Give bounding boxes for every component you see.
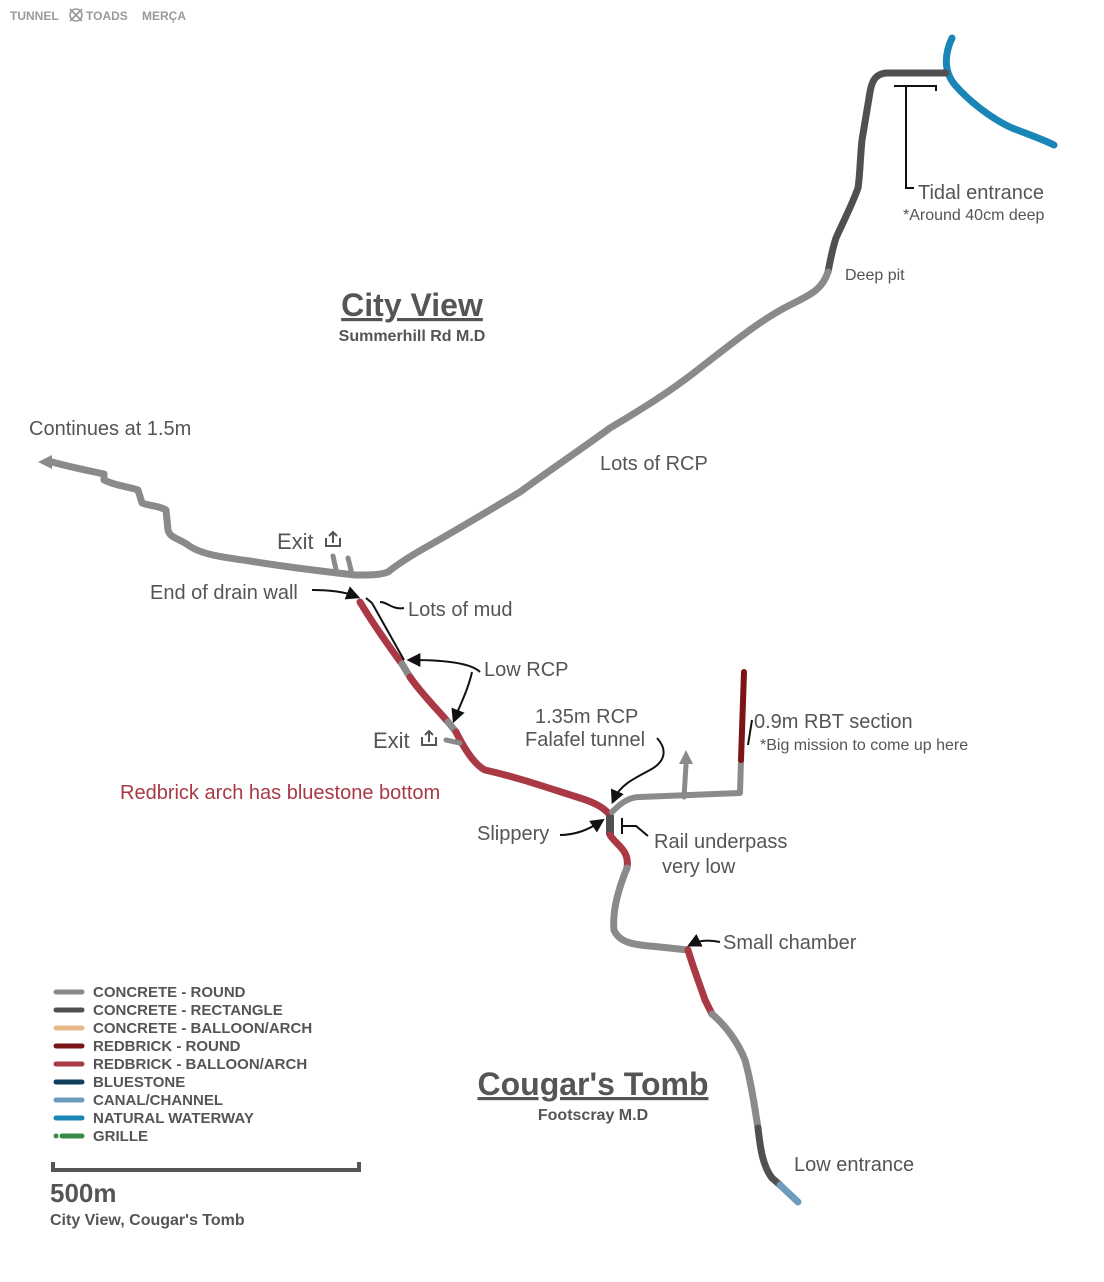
rail-pointer xyxy=(621,818,649,837)
brand-logo: TUNNEL TOADS MERÇA xyxy=(10,8,186,23)
continue-arrow-icon xyxy=(38,455,52,469)
tunnel-rectangle-lower xyxy=(754,1124,784,1189)
exit-icon xyxy=(421,729,437,746)
tunnel-redbrick-south xyxy=(452,728,614,819)
exit-stub-1 xyxy=(330,553,340,577)
lots-of-rcp-label: Lots of RCP xyxy=(600,453,708,475)
legend-label: CANAL/CHANNEL xyxy=(93,1092,223,1109)
tunnel-rectangle-upper xyxy=(824,69,950,276)
legend-label: BLUESTONE xyxy=(93,1074,185,1091)
tunnel-redbrick-underpass-south xyxy=(606,831,631,872)
city-view-subtitle: Summerhill Rd M.D xyxy=(339,328,486,345)
continues-label: Continues at 1.5m xyxy=(29,418,191,440)
scale-label: 500m xyxy=(50,1178,117,1208)
legend-item: REDBRICK - ROUND xyxy=(53,1038,241,1055)
legend-item: NATURAL WATERWAY xyxy=(53,1110,254,1127)
legend-item: BLUESTONE xyxy=(53,1074,185,1091)
tunnel-falafel xyxy=(609,757,744,815)
tunnel-branch-north-stub xyxy=(681,762,689,800)
redbrick-note-label: Redbrick arch has bluestone bottom xyxy=(120,782,440,804)
scale-caption: City View, Cougar's Tomb xyxy=(50,1212,245,1229)
legend-item: CONCRETE - BALLOON/ARCH xyxy=(53,1020,312,1037)
small-chamber-label: Small chamber xyxy=(723,932,857,954)
rbt-section-label: 0.9m RBT section xyxy=(754,711,913,733)
legend-label: CONCRETE - ROUND xyxy=(93,984,246,1001)
drain-wall-pointer xyxy=(311,586,361,600)
lots-of-mud-label: Lots of mud xyxy=(408,599,513,621)
drain-wall-label: End of drain wall xyxy=(150,582,298,604)
tunnel-redbrick-round xyxy=(738,669,747,763)
tidal-depth-label: *Around 40cm deep xyxy=(903,207,1045,224)
exit-icon xyxy=(325,530,341,547)
legend-item: REDBRICK - BALLOON/ARCH xyxy=(53,1056,307,1073)
legend-item: GRILLE xyxy=(53,1128,148,1145)
low-rcp-pointer-b xyxy=(451,671,473,724)
very-low-label: very low xyxy=(662,856,736,878)
legend-item: CONCRETE - RECTANGLE xyxy=(53,1002,283,1019)
cougars-tomb-title: Cougar's Tomb xyxy=(477,1066,708,1102)
legend-item: CANAL/CHANNEL xyxy=(53,1092,223,1109)
mud-pointer xyxy=(365,597,405,661)
low-rcp-label: Low RCP xyxy=(484,659,568,681)
branch-arrow-icon xyxy=(679,750,693,764)
cougars-tomb-subtitle: Footscray M.D xyxy=(538,1107,648,1124)
rcp-135-label: 1.35m RCP xyxy=(535,706,638,728)
low-rcp-pointer-a xyxy=(406,653,481,673)
deep-pit-label: Deep pit xyxy=(845,267,905,284)
legend-label: CONCRETE - RECTANGLE xyxy=(93,1002,283,1019)
rbt-pointer xyxy=(747,719,753,746)
legend-item: CONCRETE - ROUND xyxy=(53,984,246,1001)
tunnel-redbrick-north xyxy=(356,598,406,668)
legend-label: REDBRICK - BALLOON/ARCH xyxy=(93,1056,307,1073)
slippery-label: Slippery xyxy=(477,823,549,845)
tunnel-redbrick-mid xyxy=(406,673,452,726)
brand-name-right: TOADS xyxy=(86,9,128,23)
tunnel-concrete-west xyxy=(48,458,359,579)
tidal-pointer xyxy=(894,85,937,189)
legend-label: NATURAL WATERWAY xyxy=(93,1110,254,1127)
exit-label-1: Exit xyxy=(277,529,314,554)
tunnel-redbrick-chamber xyxy=(684,946,716,1018)
exit-label-2: Exit xyxy=(373,728,410,753)
chamber-pointer xyxy=(686,933,721,947)
scale-bar: 500m City View, Cougar's Tomb xyxy=(50,1162,361,1229)
low-entrance-label: Low entrance xyxy=(794,1154,914,1176)
tidal-entrance-label: Tidal entrance xyxy=(918,182,1044,204)
big-mission-label: *Big mission to come up here xyxy=(760,737,968,754)
tunnel-canal-entrance xyxy=(776,1181,802,1206)
tunnel-concrete-south xyxy=(610,864,692,954)
brand-toad-icon xyxy=(69,8,83,22)
exit-stub-3 xyxy=(443,737,463,746)
legend-label: REDBRICK - ROUND xyxy=(93,1038,241,1055)
falafel-tunnel-label: Falafel tunnel xyxy=(525,729,645,751)
falafel-pointer xyxy=(610,737,665,805)
slippery-pointer xyxy=(559,818,605,836)
natural-waterway xyxy=(942,34,1058,149)
legend-label: GRILLE xyxy=(93,1128,148,1145)
rail-underpass-label: Rail underpass xyxy=(654,831,787,853)
brand-tagline: MERÇA xyxy=(142,9,186,23)
city-view-title: City View xyxy=(341,287,483,323)
tunnel-concrete-lower xyxy=(708,1010,762,1132)
legend-swatch xyxy=(53,1133,59,1139)
exit-stub-2 xyxy=(345,555,355,577)
brand-name-left: TUNNEL xyxy=(10,9,59,23)
tunnel-concrete-main xyxy=(351,268,832,579)
legend-label: CONCRETE - BALLOON/ARCH xyxy=(93,1020,312,1037)
